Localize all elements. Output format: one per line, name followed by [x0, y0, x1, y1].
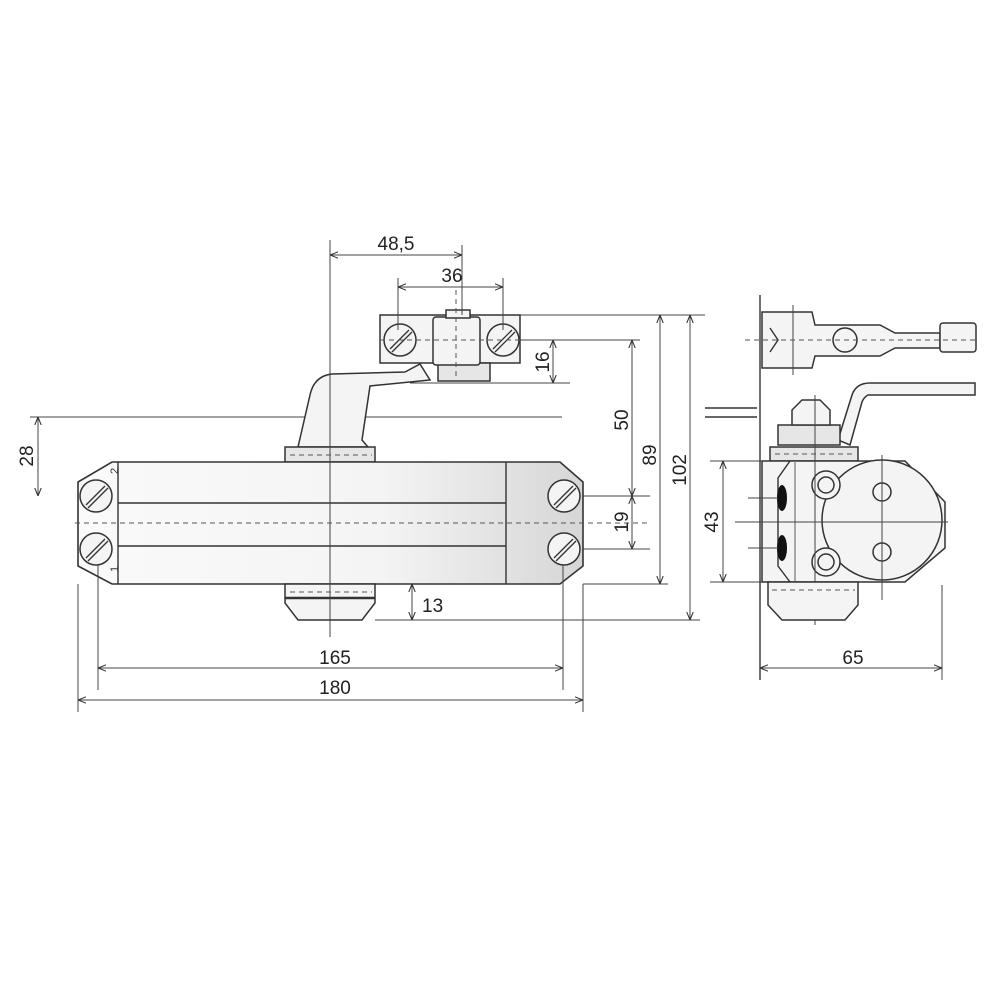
dim-label-89: 89: [640, 444, 661, 465]
arm-end: [939, 322, 977, 353]
side-view: 43 65: [702, 295, 978, 680]
bottom-pad-side: [767, 581, 859, 621]
dim-label-36: 36: [441, 266, 462, 287]
screw-icon: [547, 532, 581, 566]
bracket-cap: [445, 309, 471, 319]
valve-icon: [777, 535, 787, 561]
arm-plate: [777, 424, 841, 446]
screw-icon: [547, 479, 581, 513]
dim-label-43: 43: [702, 511, 723, 532]
dim-label-28: 28: [17, 445, 38, 466]
dim-label-48-5: 48,5: [378, 234, 415, 255]
dim-label-19: 19: [612, 511, 633, 532]
arm-nut: [791, 399, 831, 426]
dim-label-13: 13: [422, 596, 443, 617]
closer-arm-side: [837, 382, 976, 447]
screw-mark-2: 2: [109, 468, 121, 474]
dim-label-102: 102: [670, 454, 691, 486]
adjust-screw-icon: [79, 532, 113, 566]
dim-label-16: 16: [533, 351, 554, 372]
screw-mark-1: 1: [109, 566, 121, 572]
adjust-screw-icon: [79, 479, 113, 513]
closer-arm: [297, 363, 432, 448]
dim-label-50: 50: [612, 409, 633, 430]
front-view: 2 1 48,5 36 16 28 50 19: [17, 234, 705, 712]
dim-label-180: 180: [319, 678, 351, 699]
dim-label-65: 65: [842, 648, 863, 669]
valve-icon: [777, 485, 787, 511]
dim-label-165: 165: [319, 648, 351, 669]
